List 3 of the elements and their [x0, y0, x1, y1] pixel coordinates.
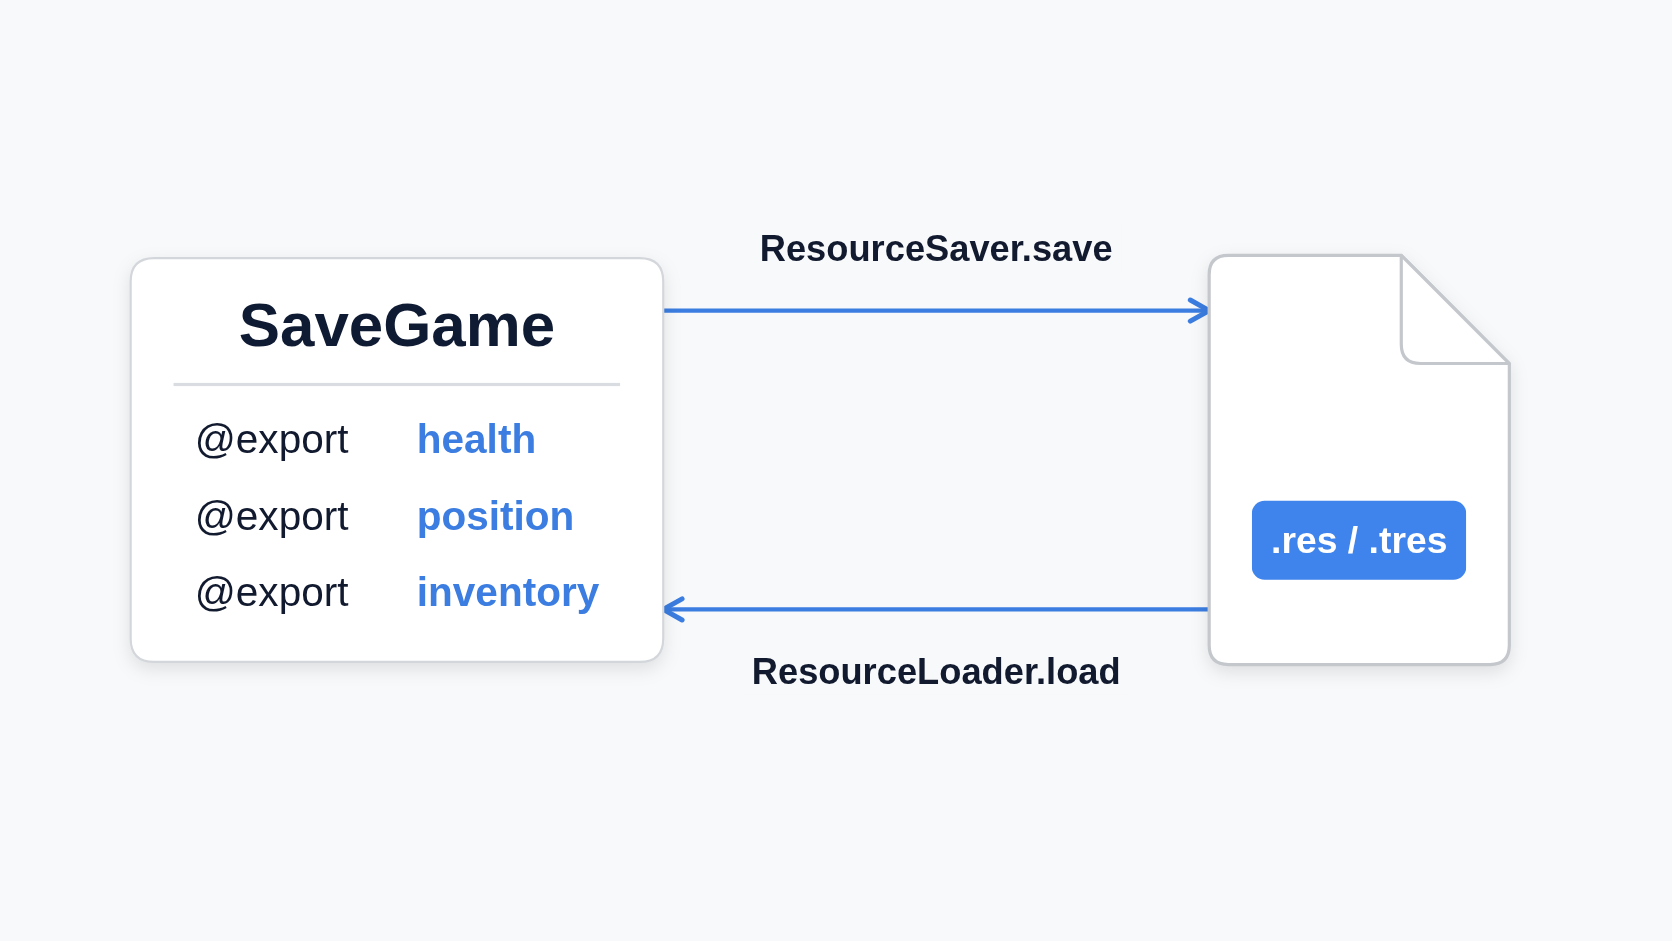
edge-label: ResourceLoader.load [751, 650, 1121, 692]
node-box: SaveGame @export health @export position @export inventory [129, 257, 665, 663]
edge-label: ResourceSaver.save [759, 228, 1113, 269]
